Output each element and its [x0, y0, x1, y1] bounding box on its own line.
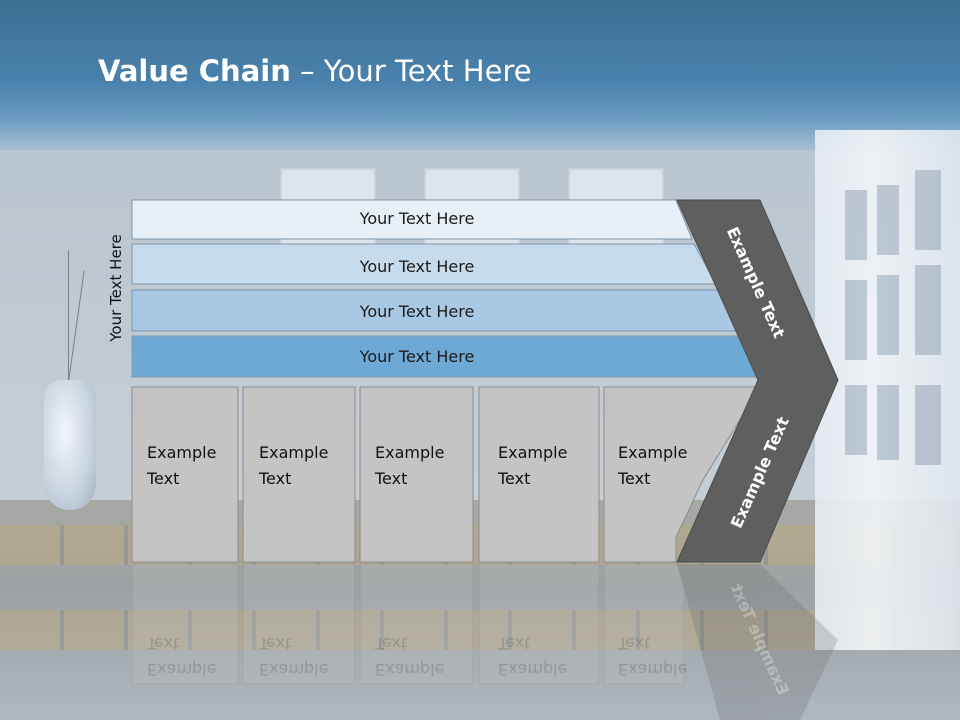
chevron-arrow — [676, 199, 839, 563]
box-shape-4 — [478, 386, 600, 563]
box-shape-2 — [242, 386, 356, 563]
slide-title: Value Chain – Your Text Here — [98, 54, 532, 88]
band-label-2: Your Text Here — [359, 257, 475, 276]
background-sky-band — [0, 0, 960, 150]
band-label-3: Your Text Here — [359, 302, 475, 321]
title-bold: Value Chain — [98, 54, 291, 88]
floor-tiles-reflection — [0, 610, 960, 650]
vase-decoration — [44, 380, 96, 510]
title-rest: – Your Text Here — [290, 54, 532, 88]
box-shape-3 — [359, 386, 474, 563]
branch-decoration — [68, 250, 69, 380]
diagram-reflection — [131, 563, 838, 720]
band-label-1: Your Text Here — [359, 209, 475, 228]
background-glass-wall — [815, 130, 960, 650]
band-shape-1 — [131, 199, 693, 240]
box-shape-1 — [131, 386, 239, 563]
band-label-4: Your Text Here — [359, 347, 475, 366]
